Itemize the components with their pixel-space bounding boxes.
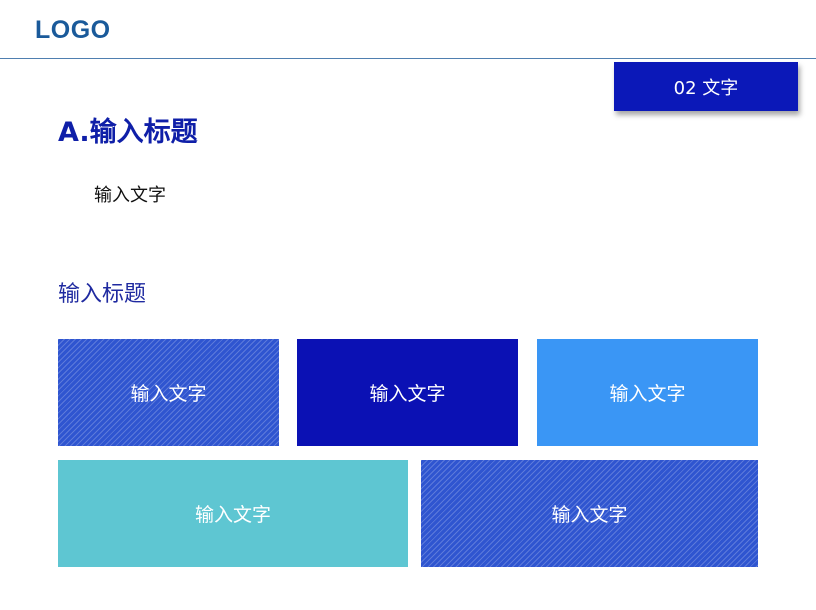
logo: LOGO bbox=[35, 16, 111, 44]
content-box-label: 输入文字 bbox=[194, 504, 271, 526]
content-box: 输入文字 bbox=[537, 339, 758, 446]
content-box-label: 输入文字 bbox=[369, 383, 446, 405]
content-box-label: 输入文字 bbox=[130, 383, 207, 405]
section-subtitle: 输入标题 bbox=[58, 282, 147, 307]
content-box: 输入文字 bbox=[421, 460, 758, 567]
content-box: 输入文字 bbox=[58, 460, 408, 567]
content-box-label: 输入文字 bbox=[551, 504, 628, 526]
section-tag-label: 02 文字 bbox=[673, 77, 739, 99]
content-box: 输入文字 bbox=[297, 339, 518, 446]
body-text: 输入文字 bbox=[94, 185, 166, 206]
content-box: 输入文字 bbox=[58, 339, 279, 446]
header-divider bbox=[0, 58, 816, 59]
content-box-label: 输入文字 bbox=[609, 383, 686, 405]
page-title: A.输入标题 bbox=[58, 117, 198, 148]
section-tag: 02 文字 bbox=[614, 62, 798, 111]
